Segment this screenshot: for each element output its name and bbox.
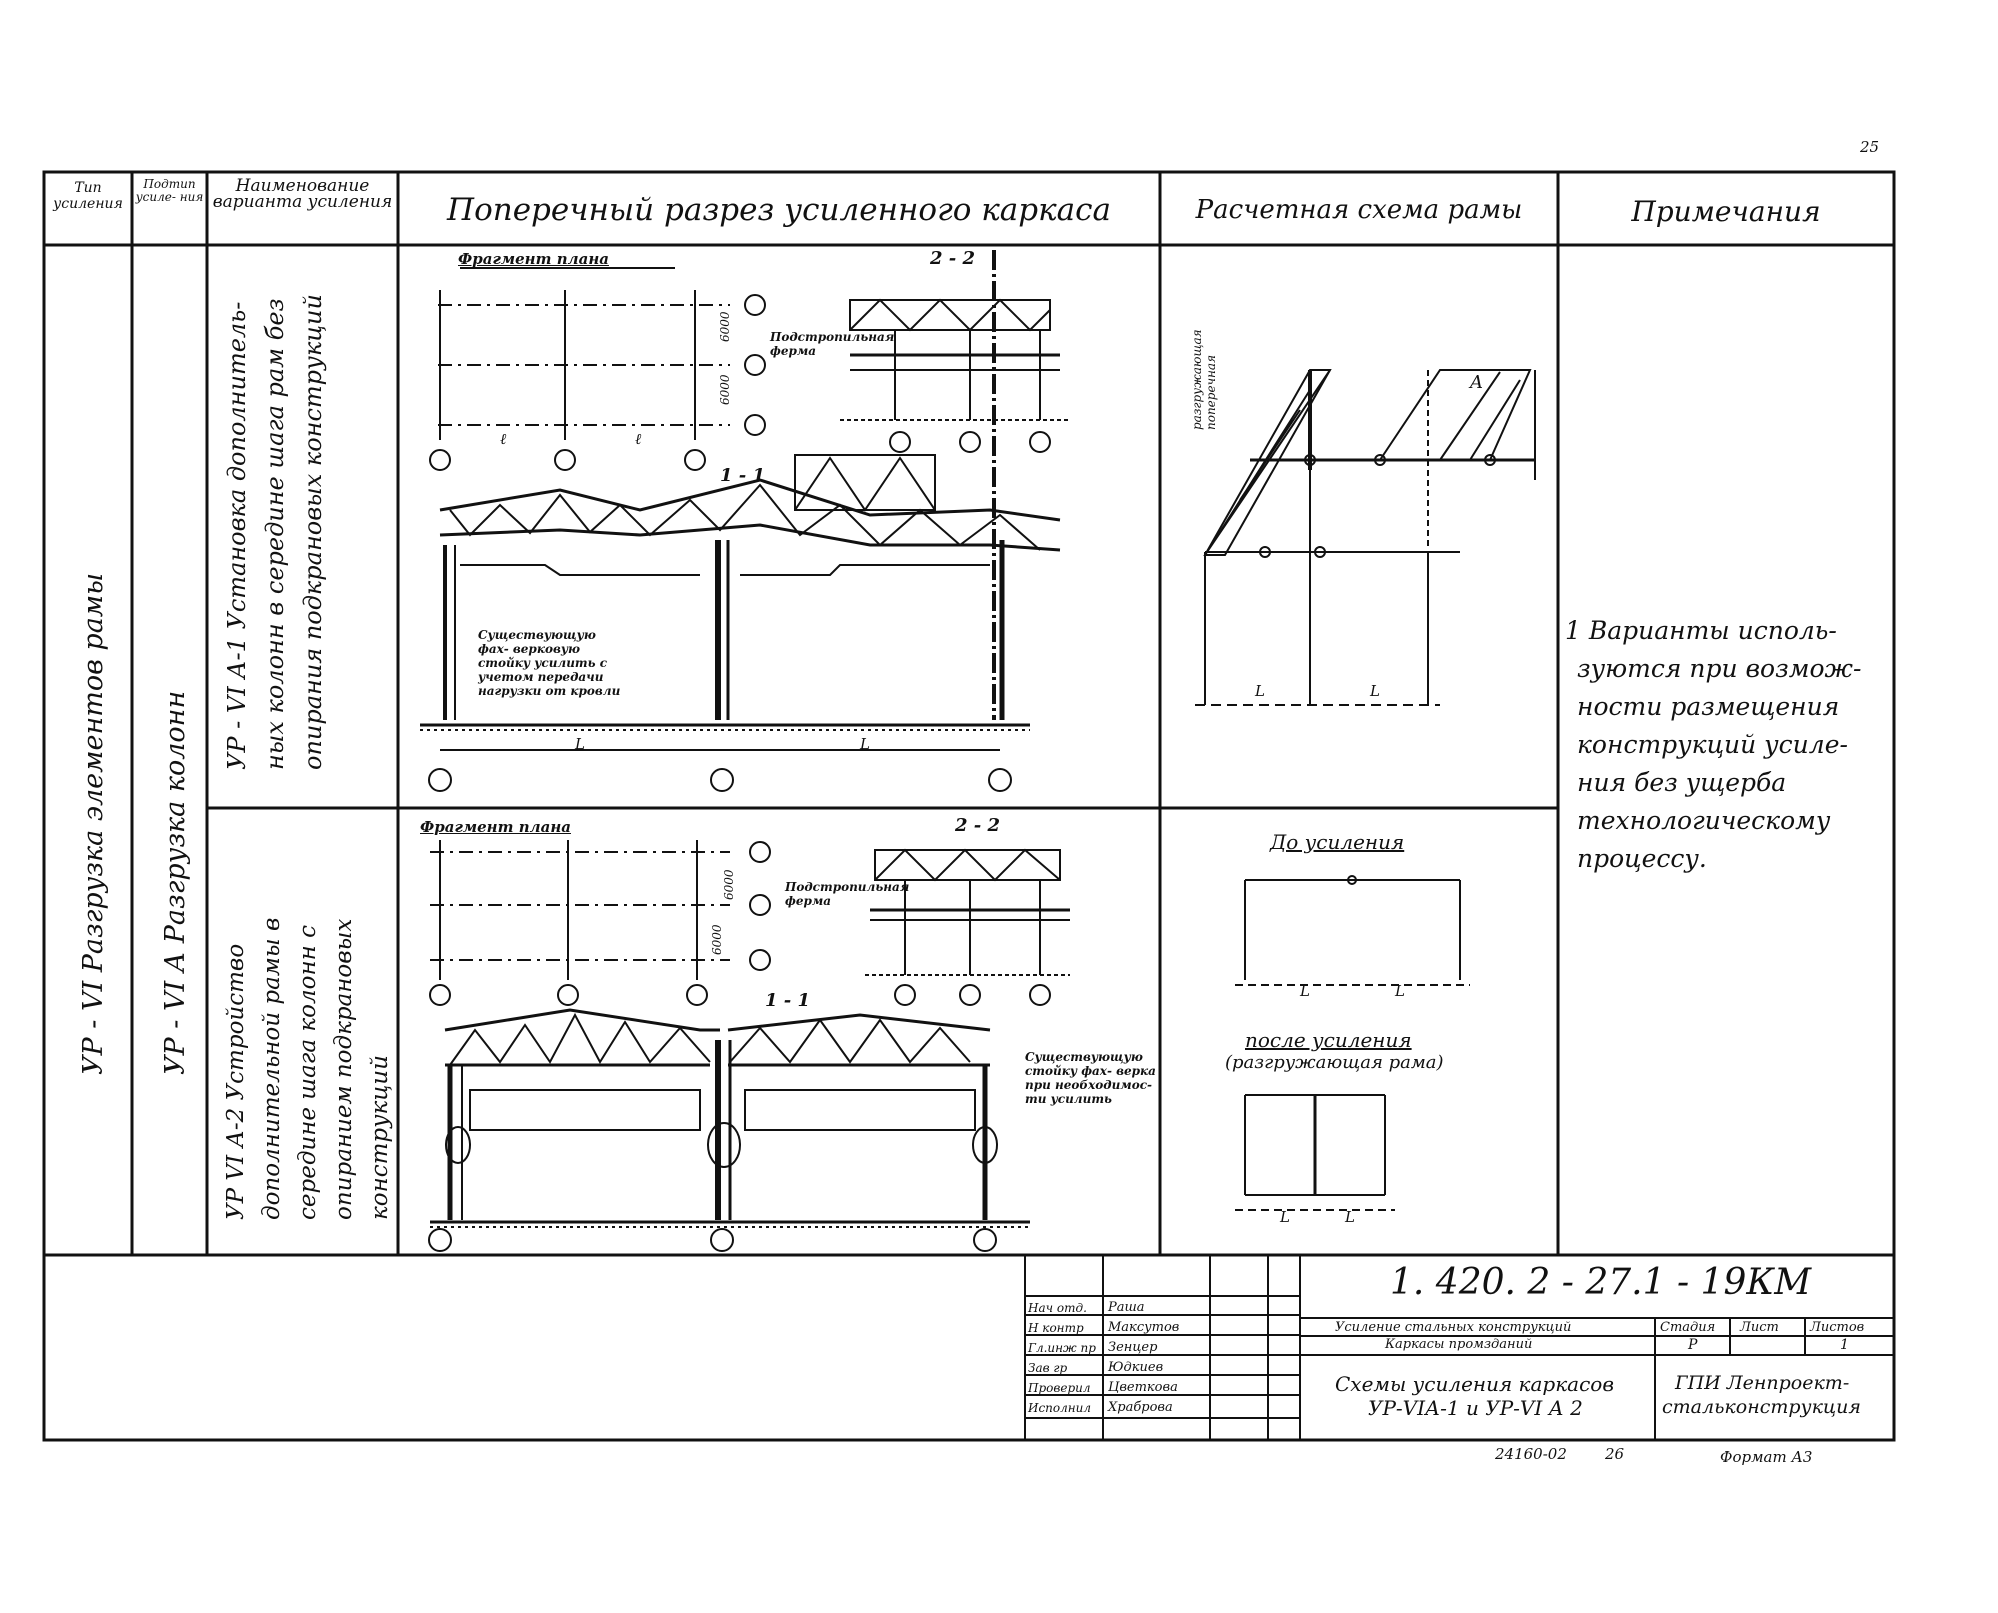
stamp-name: Цветкова — [1108, 1380, 1178, 1395]
scheme2-L-a: L — [1300, 982, 1310, 1000]
notes-line: зуются при возмож- — [1577, 654, 1862, 683]
cut22-label-1: 2 - 2 — [930, 248, 976, 269]
plan-title-2: Фрагмент плана — [420, 818, 571, 836]
stamp-sheet-header: Лист — [1740, 1320, 1779, 1335]
stamp-role: Зав гр — [1028, 1361, 1068, 1375]
variant2-vertical-text: УР VI А-2 Устройство дополнительной рамы… — [223, 917, 393, 1220]
header-notes: Примечания — [1631, 195, 1821, 228]
dim-6000-1a: 6000 — [718, 311, 732, 342]
stamp-name: Юдкиев — [1108, 1360, 1164, 1375]
stamp-names: Раша Максутов Зенцер Юдкиев Цветкова Хра… — [1108, 1298, 1179, 1418]
scheme1-A-label: A — [1470, 372, 1483, 393]
scheme2-before-label: До усиления — [1270, 830, 1405, 854]
variant1-vertical-text: УР - VI А-1 Установка дополнитель- ных к… — [223, 294, 327, 770]
stamp-role: Гл.инж пр — [1028, 1341, 1096, 1355]
stamp-title-2: Каркасы промзданий — [1385, 1337, 1533, 1352]
stamp-name-1: Схемы усиления каркасов — [1335, 1372, 1614, 1396]
scheme2-L-b: L — [1395, 982, 1405, 1000]
stamp-org-1: ГПИ Ленпроект- — [1675, 1372, 1850, 1394]
scheme1-vertical-label: разгружающая поперечная — [1190, 329, 1218, 430]
notes-line: конструкций усиле- — [1577, 730, 1848, 759]
stamp-name: Храброва — [1108, 1400, 1173, 1415]
notes-line: ности размещения — [1577, 692, 1840, 721]
drawing-code: 1. 420. 2 - 27.1 - 19КМ — [1390, 1262, 1812, 1303]
bottom-page: 26 — [1605, 1445, 1625, 1463]
stamp-stage: Р — [1688, 1337, 1698, 1353]
note-1: Существующую фах- верковую стойку усилит… — [478, 628, 621, 698]
stamp-name: Раша — [1108, 1300, 1145, 1315]
stamp-title-1: Усиление стальных конструкций — [1335, 1320, 1572, 1335]
scheme2-L-c: L — [1280, 1208, 1290, 1226]
subtype-vertical-text: УР - VI А Разгрузка колонн — [160, 690, 191, 1075]
stamp-sheets: 1 — [1840, 1337, 1849, 1353]
header-section: Поперечный разрез усиленного каркаса — [447, 192, 1111, 228]
stamp-role: Проверил — [1028, 1381, 1091, 1395]
note-2: Существующую стойку фах- верка при необх… — [1025, 1050, 1156, 1106]
notes-text: 1 Варианты исполь- зуются при возмож- но… — [1565, 612, 1861, 878]
notes-line: процессу. — [1577, 844, 1707, 873]
notes-line: ния без ущерба — [1577, 768, 1787, 797]
scheme1-L-b: L — [1370, 682, 1380, 700]
truss-label-2: Подстропильная ферма — [785, 880, 910, 908]
stamp-stage-header: Стадия — [1660, 1320, 1716, 1335]
header-variant: Наименование варианта усиления — [212, 176, 393, 212]
cut11-label-2: 1 - 1 — [765, 990, 811, 1011]
header-scheme: Расчетная схема рамы — [1195, 195, 1523, 225]
scheme2-after-label: после усиления — [1245, 1028, 1412, 1052]
stamp-role: Нач отд. — [1028, 1301, 1087, 1315]
format-label: Формат А3 — [1720, 1448, 1813, 1466]
header-subtype: Подтип усиле- ния — [135, 177, 204, 204]
cut22-label-2: 2 - 2 — [955, 815, 1001, 836]
span-L-1a: L — [575, 735, 585, 753]
span-ell-1a: ℓ — [500, 430, 507, 448]
header-type: Тип усиления — [53, 180, 123, 212]
stamp-roles: Нач отд. Н контр Гл.инж пр Зав гр Провер… — [1028, 1298, 1096, 1418]
stamp-org-2: стальконструкция — [1662, 1396, 1861, 1418]
cut11-label-1: 1 - 1 — [720, 465, 766, 486]
scheme2-L-d: L — [1345, 1208, 1355, 1226]
type-vertical-text: УР - VI Разгрузка элементов рамы — [78, 572, 109, 1075]
scheme2-after-sub: (разгружающая рама) — [1225, 1052, 1444, 1073]
stamp-sheets-header: Листов — [1810, 1320, 1865, 1335]
notes-line: технологическому — [1577, 806, 1831, 835]
bottom-number: 24160-02 — [1495, 1445, 1567, 1463]
span-ell-1b: ℓ — [635, 430, 642, 448]
notes-line: 1 Варианты исполь- — [1565, 616, 1837, 645]
plan-title-1: Фрагмент плана — [458, 250, 609, 268]
stamp-role: Н контр — [1028, 1321, 1084, 1335]
dim-6000-2b: 6000 — [710, 924, 724, 955]
stamp-name: Максутов — [1108, 1320, 1180, 1335]
dim-6000-1b: 6000 — [718, 374, 732, 405]
stamp-name: Зенцер — [1108, 1340, 1158, 1355]
page-number: 25 — [1860, 138, 1880, 156]
stamp-name-2: УР-VIА-1 и УР-VI А 2 — [1368, 1396, 1583, 1420]
truss-label-1: Подстропильная ферма — [770, 330, 895, 358]
dim-6000-2a: 6000 — [722, 869, 736, 900]
scheme1-L-a: L — [1255, 682, 1265, 700]
stamp-role: Исполнил — [1028, 1401, 1092, 1415]
span-L-1b: L — [860, 735, 870, 753]
